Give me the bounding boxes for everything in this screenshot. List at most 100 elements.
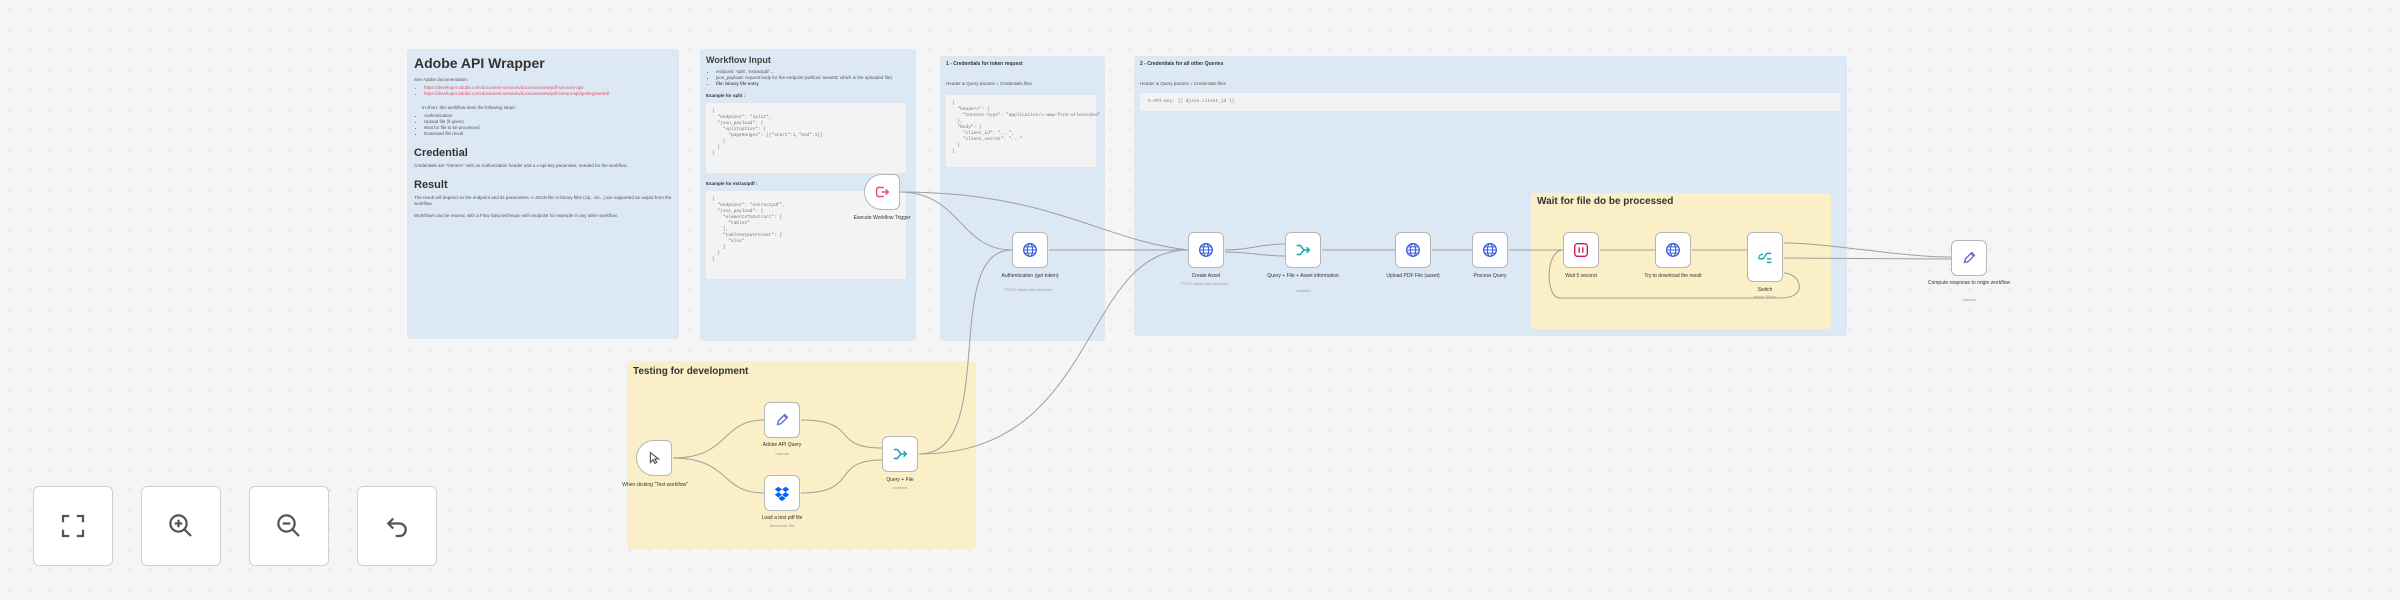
token-code: { "headers": { "Content-Type": "applicat… — [946, 95, 1101, 167]
node-query-file-asset[interactable] — [1285, 232, 1321, 268]
connection — [918, 249, 1013, 455]
pen-icon — [1963, 251, 1976, 264]
sticky-title: 1 - Credentials for token request — [946, 61, 1023, 67]
node-label: Create Asset — [1191, 273, 1221, 279]
node-label: Authentication (get token) — [1001, 273, 1059, 279]
globe-icon — [1023, 243, 1037, 257]
node-switch[interactable] — [1747, 232, 1783, 282]
node-subtitle: POST: https://pdf-services... — [1005, 287, 1055, 292]
sticky-title: Testing for development — [633, 366, 749, 377]
node-label: Load a test pdf file — [761, 515, 803, 521]
cursor-icon — [649, 451, 661, 465]
connection — [672, 419, 765, 459]
node-subtitle: combine — [1295, 288, 1311, 293]
connection — [1224, 243, 1286, 251]
merge-icon — [893, 448, 908, 460]
connection — [672, 457, 765, 494]
credential-heading: Credential — [414, 147, 468, 159]
node-wait-5-second[interactable] — [1563, 232, 1599, 268]
globe-icon — [1483, 243, 1497, 257]
connection — [1548, 249, 1800, 299]
node-label: Query + File + Asset information — [1267, 273, 1339, 279]
connection — [800, 459, 883, 494]
doc-link[interactable]: https://developer.adobe.com/document-ser… — [424, 85, 672, 91]
sticky-text: In short, this workflow does the followi… — [422, 105, 516, 110]
sticky-title: 2 - Credentials for all other Queries — [1140, 61, 1224, 67]
dropbox-icon — [774, 486, 790, 502]
sticky-adobe-api-wrapper[interactable]: Adobe API Wrapper See Adobe documentatio… — [407, 49, 679, 339]
node-adobe-api-query[interactable] — [764, 402, 800, 438]
node-load-pdf[interactable] — [764, 475, 800, 511]
bullet: file: binary file entry — [716, 81, 910, 87]
node-execute-workflow-trigger[interactable] — [864, 174, 900, 210]
node-subtitle: download: file — [769, 523, 795, 528]
steps-list: Authentication Upload file (if given) Wa… — [414, 113, 672, 137]
node-label: Switch — [1757, 287, 1773, 293]
undo-button[interactable] — [357, 486, 437, 566]
arrow-out-icon — [875, 186, 890, 198]
pen-icon — [776, 413, 789, 426]
connection — [899, 191, 1189, 251]
switch-icon — [1758, 252, 1772, 264]
node-label: Upload PDF File (asset) — [1386, 273, 1440, 279]
node-create-asset[interactable] — [1188, 232, 1224, 268]
node-try-download[interactable] — [1655, 232, 1691, 268]
node-label: Compute response to origin workflow — [1927, 280, 2011, 286]
node-subtitle: mode: Rules — [1753, 294, 1777, 299]
sticky-text: See Adobe documentation: — [414, 77, 469, 82]
node-compute-response[interactable] — [1951, 240, 1987, 276]
node-label: When clicking "Test workflow" — [622, 482, 688, 488]
zoom-out-icon — [277, 514, 300, 537]
undo-icon — [386, 517, 407, 538]
sticky-credentials-token[interactable]: 1 - Credentials for token request Header… — [940, 56, 1105, 341]
wait-icon — [1574, 243, 1588, 257]
sticky-text: Header & Query params = Credentials file… — [1140, 81, 1226, 86]
zoom-in-button[interactable] — [141, 486, 221, 566]
bullet: endpoint: 'split', 'extractpdf' ... — [716, 69, 910, 75]
node-upload-pdf[interactable] — [1395, 232, 1431, 268]
bullet: json_payload: request body for the endpo… — [716, 75, 910, 81]
zoom-in-icon — [169, 514, 192, 537]
result-text: Workflows can be reused, with a Flow Ste… — [414, 213, 618, 218]
globe-icon — [1199, 243, 1213, 257]
sticky-title: Workflow Input — [706, 55, 771, 65]
sticky-title: Wait for file do be processed — [1537, 196, 1674, 207]
doc-link[interactable]: https://developer.adobe.com/document-ser… — [424, 91, 672, 97]
connection — [1224, 251, 1286, 257]
node-label: Query + File — [886, 477, 914, 483]
connection — [899, 191, 1013, 251]
sticky-text: Header & Query params = Credentials file… — [946, 81, 1032, 86]
node-subtitle: combine — [892, 485, 908, 490]
step-item: Download file result — [424, 131, 672, 137]
step-item: Wait for file to be processed — [424, 125, 672, 131]
step-item: Upload file (if given) — [424, 119, 672, 125]
node-label: Adobe API Query — [762, 442, 802, 448]
step-item: Authentication — [424, 113, 672, 119]
node-label: Execute Workflow Trigger — [853, 215, 911, 221]
node-process-query[interactable] — [1472, 232, 1508, 268]
zoom-out-button[interactable] — [249, 486, 329, 566]
node-label: Wait 5 second — [1565, 273, 1597, 279]
example-label: Example for split : — [706, 93, 746, 98]
result-heading: Result — [414, 179, 448, 191]
result-text: The result will depend on the endpoint a… — [414, 195, 672, 206]
globe-icon — [1406, 243, 1420, 257]
connection — [1783, 242, 1952, 258]
node-manual-trigger[interactable] — [636, 440, 672, 476]
fit-view-icon — [61, 514, 85, 538]
node-subtitle: manual — [775, 451, 789, 456]
node-authentication[interactable] — [1012, 232, 1048, 268]
credential-text: Credentials are "Generic" with an Author… — [414, 163, 628, 168]
example-label: Example for extractpdf : — [706, 181, 758, 186]
connection — [800, 419, 883, 449]
connection — [918, 249, 1189, 455]
doc-links: https://developer.adobe.com/document-ser… — [414, 85, 672, 97]
queries-code: X-API-Key: {{ $json.client_id }} — [1140, 93, 1840, 111]
connection — [1783, 257, 1952, 260]
node-subtitle: POST: https://pdf-services... — [1181, 281, 1231, 286]
node-query-file[interactable] — [882, 436, 918, 472]
node-label: Process Query — [1473, 273, 1507, 279]
fit-view-button[interactable] — [33, 486, 113, 566]
